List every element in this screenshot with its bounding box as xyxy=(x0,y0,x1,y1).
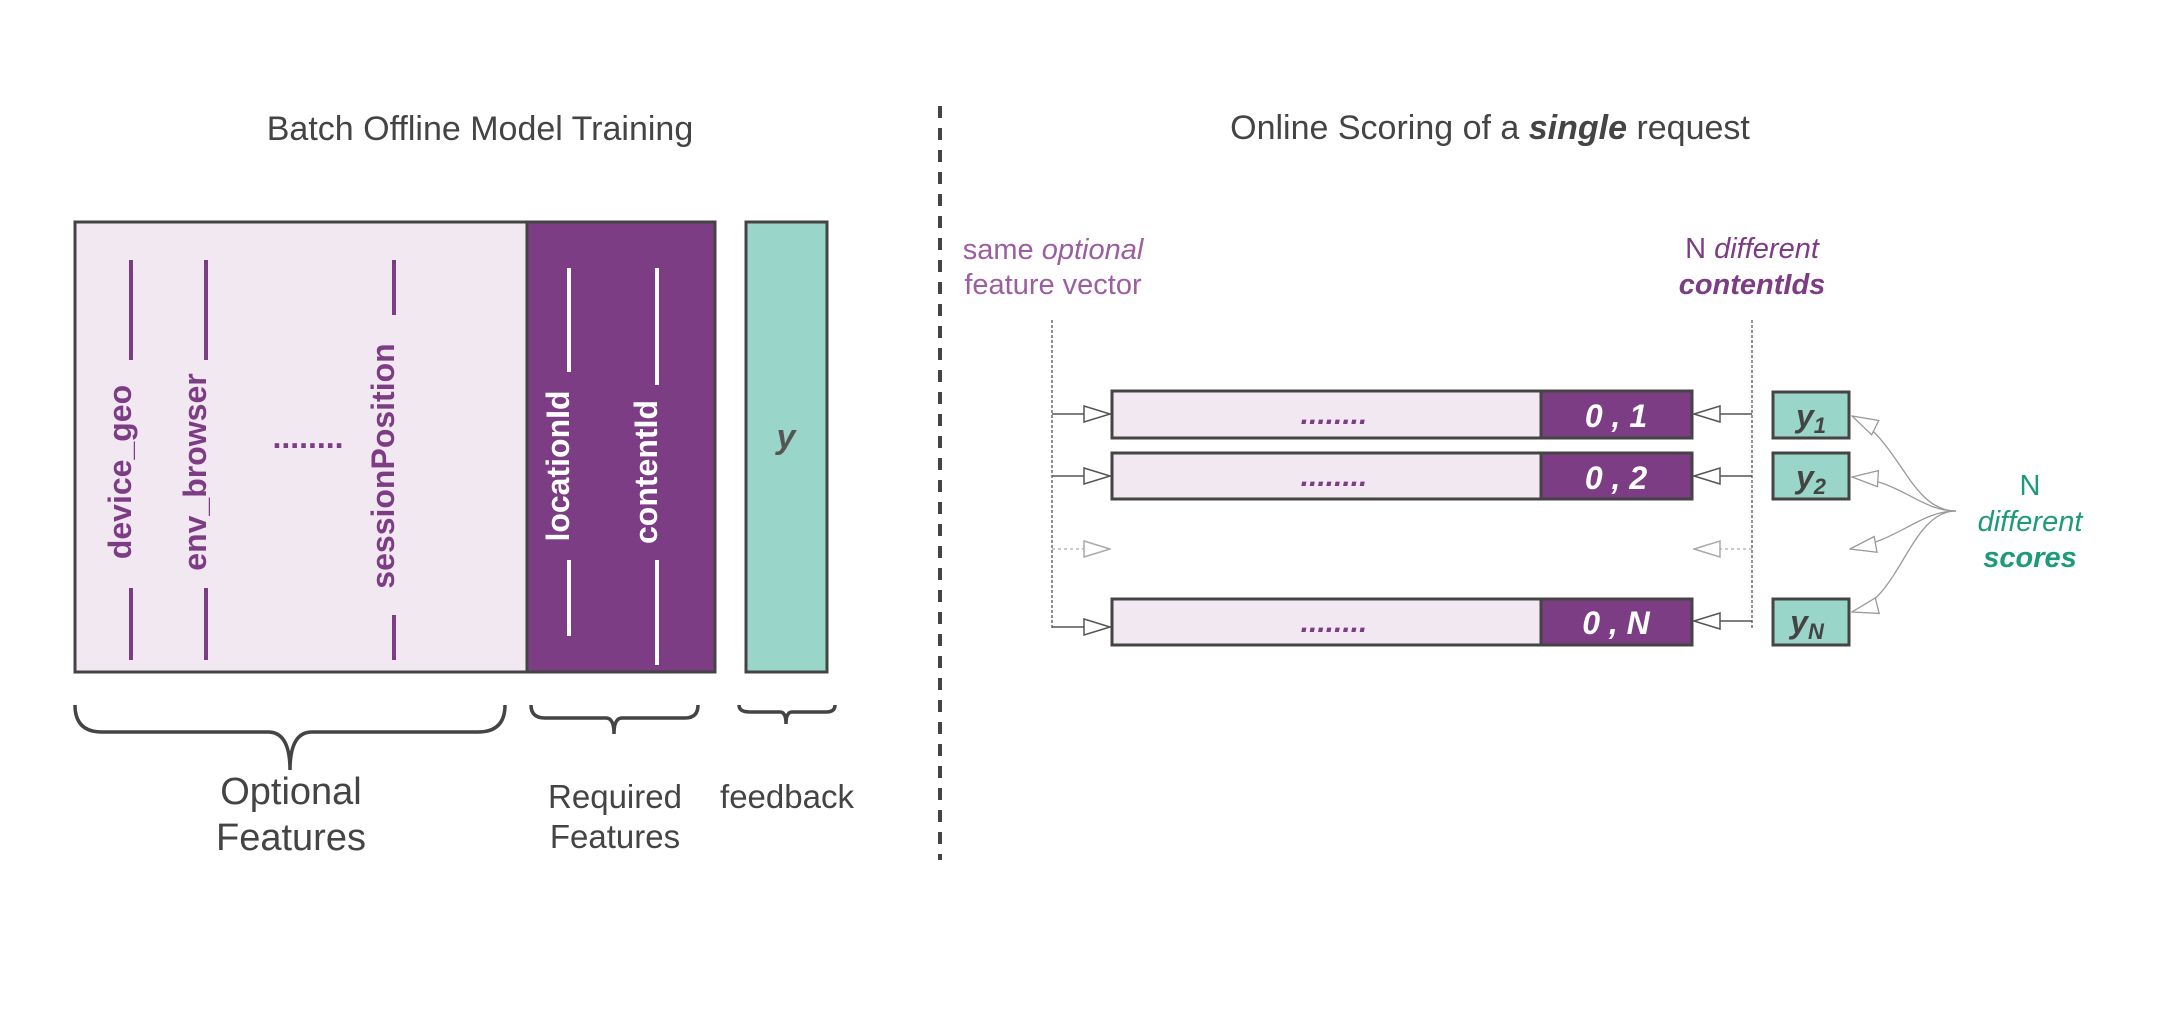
different-content-ids-line2: contentIds xyxy=(1679,269,1826,301)
required-features-label-line2: Features xyxy=(550,818,680,855)
optional-features-box xyxy=(73,220,529,674)
row-n-score: yN xyxy=(1788,604,1825,644)
row-2-feature-ellipsis: ........ xyxy=(1301,460,1368,493)
optional-features-label-line2: Features xyxy=(216,817,366,859)
row-2-score: y2 xyxy=(1794,459,1827,499)
feedback-label: feedback xyxy=(720,778,854,815)
optional-features-label-line1: Optional xyxy=(220,771,362,813)
row-1-score-base: y xyxy=(1794,398,1816,434)
scores-note-line1: N xyxy=(2020,470,2041,502)
row-1-feature-box xyxy=(1110,389,1543,440)
optional-column-lines xyxy=(129,260,396,660)
required-column-location-id: locationId xyxy=(540,390,576,541)
right-title-emphasis: single xyxy=(1529,109,1627,147)
row-2-score-base: y xyxy=(1794,459,1816,495)
row-1-score: y1 xyxy=(1794,398,1826,438)
optional-column-env-browser: env_browser xyxy=(177,373,213,570)
feedback-y-label: y xyxy=(775,418,798,456)
different-content-ids-plain: N xyxy=(1685,233,1714,265)
row-n-feature-box xyxy=(1110,597,1543,647)
optional-column-ellipsis: ........ xyxy=(272,419,343,455)
same-optional-note-line1: same optional xyxy=(963,234,1145,266)
same-optional-note-italic: optional xyxy=(1042,234,1145,266)
same-optional-note-line2: feature vector xyxy=(964,269,1142,301)
right-title: Online Scoring of a single request xyxy=(1230,109,1750,147)
row-1-feature-ellipsis: ........ xyxy=(1301,398,1368,431)
optional-brace xyxy=(73,704,507,771)
row-2-score-sub: 2 xyxy=(1813,474,1827,499)
row-2-id-box xyxy=(1539,451,1694,501)
optional-column-session-position: sessionPosition xyxy=(365,343,401,588)
required-brace xyxy=(529,704,700,735)
same-optional-note-plain: same xyxy=(963,234,1042,266)
required-features-label-line1: Required xyxy=(548,778,682,815)
feeder-lines xyxy=(1051,320,1753,628)
row-1-score-sub: 1 xyxy=(1814,413,1826,438)
row-1-ids: 0 , 1 xyxy=(1585,398,1647,434)
row-1-score-box xyxy=(1771,390,1851,440)
required-column-lines xyxy=(567,268,659,665)
optional-column-device-geo: device_geo xyxy=(102,385,138,559)
score-curves xyxy=(1850,416,1957,612)
right-title-prefix: Online Scoring of a xyxy=(1230,109,1529,147)
scores-note-line2: different xyxy=(1978,506,2085,538)
scores-note-line3: scores xyxy=(1983,542,2077,574)
different-content-ids-line1: N different xyxy=(1685,233,1821,265)
right-title-suffix: request xyxy=(1627,109,1750,147)
left-title: Batch Offline Model Training xyxy=(267,110,694,148)
row-n-score-box xyxy=(1771,597,1851,647)
row-2-ids: 0 , 2 xyxy=(1585,460,1647,496)
row-n-feature-ellipsis: ........ xyxy=(1301,606,1368,639)
different-content-ids-italic: different xyxy=(1714,233,1821,265)
row-n-score-sub: N xyxy=(1808,619,1825,644)
row-n-id-box xyxy=(1539,597,1694,647)
row-1-id-box xyxy=(1539,389,1694,440)
row-n-score-base: y xyxy=(1788,604,1810,640)
required-column-content-id: contentId xyxy=(628,400,664,544)
required-features-box xyxy=(525,220,717,674)
row-2-score-box xyxy=(1771,451,1851,501)
feedback-brace xyxy=(737,704,837,725)
row-n-ids: 0 , N xyxy=(1582,605,1650,641)
feedback-box xyxy=(744,220,829,674)
